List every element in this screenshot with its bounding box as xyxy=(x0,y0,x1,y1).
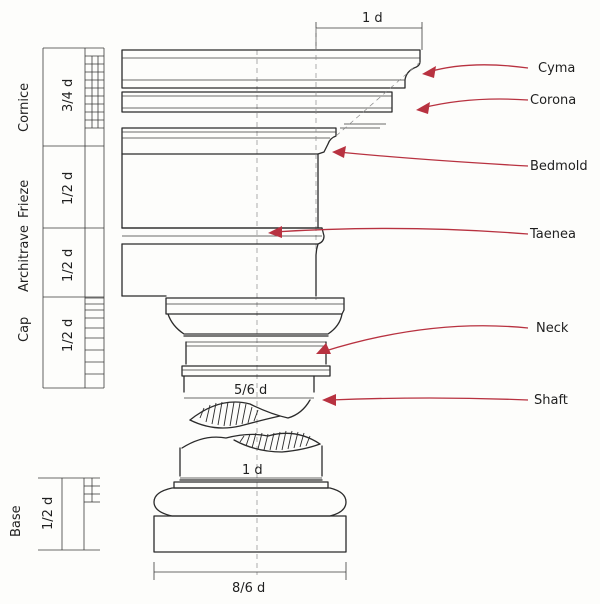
label-shaft: Shaft xyxy=(534,393,568,408)
capital-abacus xyxy=(165,297,345,315)
shaft-break-upper xyxy=(189,399,311,421)
cornice-cyma xyxy=(121,49,421,89)
dim-architrave-height: 1/2 d xyxy=(61,249,76,282)
base-torus xyxy=(153,487,347,517)
label-cyma: Cyma xyxy=(538,61,575,76)
cornice-corona xyxy=(121,91,393,113)
base-fillet xyxy=(173,481,329,489)
section-label-base: Base xyxy=(9,505,24,537)
capital-echinus xyxy=(167,313,343,335)
measurement-scale xyxy=(38,47,105,551)
entablature xyxy=(121,22,423,300)
section-label-cap: Cap xyxy=(17,317,32,342)
cornice-bedmold xyxy=(121,127,337,155)
dim-neck-diameter: 5/6 d xyxy=(234,383,267,398)
capital xyxy=(165,297,345,393)
base-plinth xyxy=(153,515,347,553)
section-label-architrave: Architrave xyxy=(17,225,32,292)
section-label-frieze: Frieze xyxy=(17,180,32,218)
dim-cap-height: 1/2 d xyxy=(61,319,76,352)
column-base xyxy=(153,479,347,553)
dim-base-height: 1/2 d xyxy=(41,497,56,530)
dim-plinth-width: 8/6 d xyxy=(232,581,265,596)
label-bedmold: Bedmold xyxy=(530,159,588,174)
capital-astragal xyxy=(181,365,331,377)
section-label-cornice: Cornice xyxy=(17,83,32,132)
label-taenea: Taenea xyxy=(529,227,576,242)
shaft-break xyxy=(179,399,323,477)
scale-ticks xyxy=(85,55,104,375)
dim-shaft-diameter: 1 d xyxy=(242,463,263,478)
shaft-break-lower xyxy=(181,432,321,449)
dim-cornice-height: 3/4 d xyxy=(61,79,76,112)
label-neck: Neck xyxy=(536,321,569,336)
dim-cornice-projection: 1 d xyxy=(362,11,383,26)
label-corona: Corona xyxy=(530,93,576,108)
shaft-hatch-lower xyxy=(239,430,311,451)
shaft-hatch-upper xyxy=(199,401,259,427)
callout-arrows xyxy=(268,64,529,406)
dim-frieze-height: 1/2 d xyxy=(61,172,76,205)
